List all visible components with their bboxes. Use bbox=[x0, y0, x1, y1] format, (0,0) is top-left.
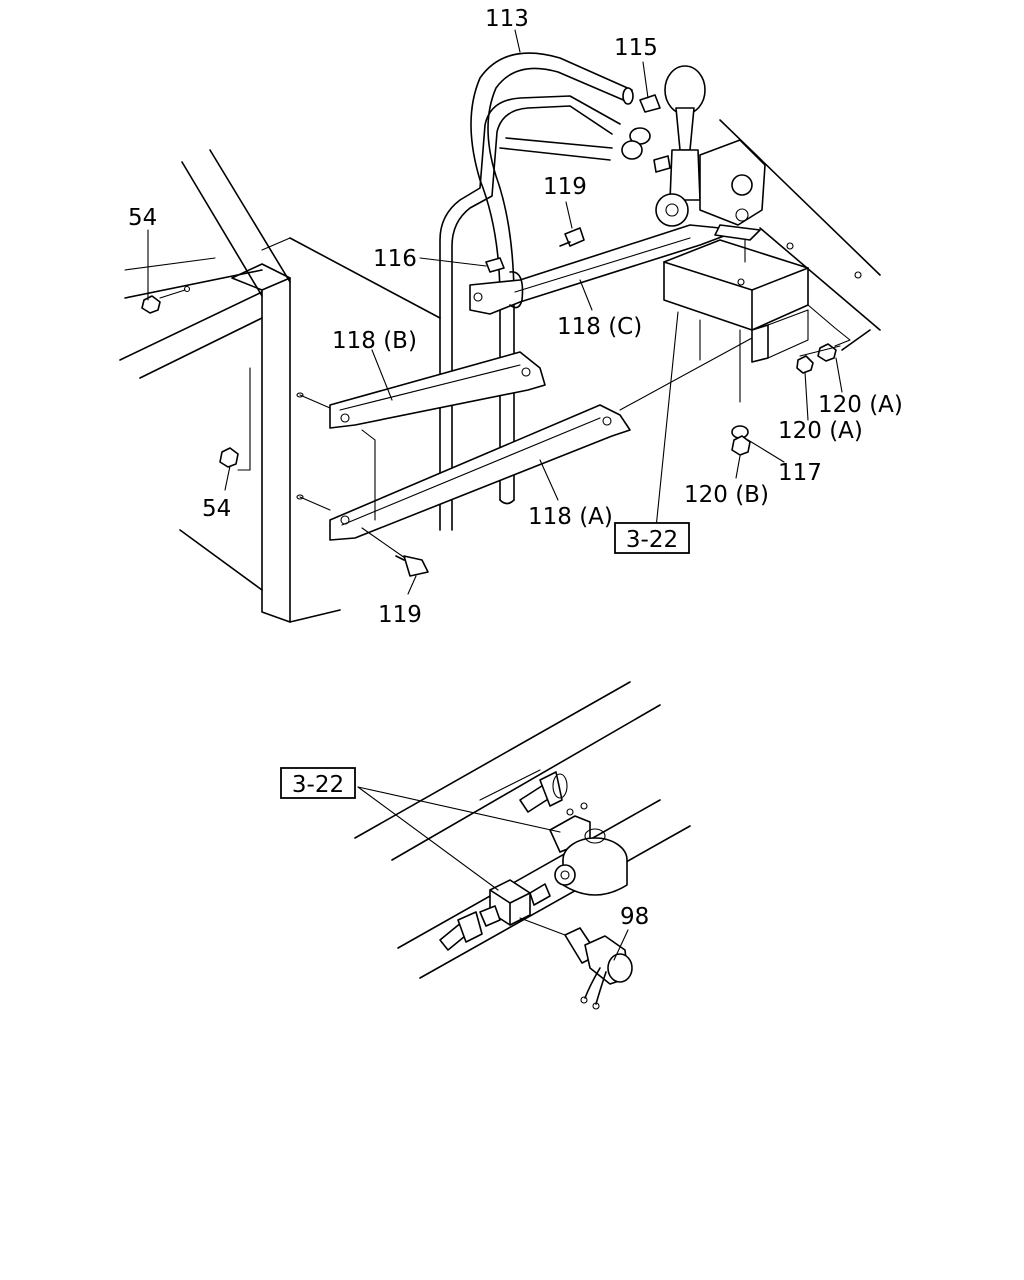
frame-post bbox=[231, 263, 341, 623]
label-115: 115 bbox=[614, 35, 658, 61]
mounting-block bbox=[663, 239, 851, 403]
ref-box-top[interactable]: 3-22 bbox=[614, 522, 690, 554]
ref-label-bottom: 3-22 bbox=[292, 772, 344, 798]
lower-fittings bbox=[439, 771, 568, 951]
bracket-118a bbox=[329, 404, 631, 541]
pressure-switch-98 bbox=[564, 927, 633, 1010]
clip-116 bbox=[485, 257, 524, 309]
nut-54-bottom bbox=[219, 447, 239, 468]
label-98: 98 bbox=[620, 904, 649, 930]
leader-lines-bottom bbox=[357, 786, 629, 961]
ref-box-bottom[interactable]: 3-22 bbox=[280, 767, 356, 799]
lower-frame-rails bbox=[354, 681, 691, 979]
nut-120b bbox=[731, 435, 751, 456]
lower-tee-block bbox=[479, 879, 551, 927]
label-120a-second: 120 (A) bbox=[778, 418, 863, 444]
label-54-bottom: 54 bbox=[202, 496, 231, 522]
bracket-118c bbox=[469, 224, 741, 315]
label-119-bottom: 119 bbox=[378, 602, 422, 628]
brake-valve bbox=[621, 65, 766, 241]
label-113: 113 bbox=[485, 6, 529, 32]
label-117: 117 bbox=[778, 460, 822, 486]
brake-lines bbox=[439, 95, 621, 531]
frame-cross-member bbox=[119, 149, 441, 591]
nut-54-top bbox=[141, 295, 161, 314]
hose-113 bbox=[470, 52, 634, 505]
bolt-119-bottom bbox=[395, 555, 429, 577]
ref-label-top: 3-22 bbox=[626, 527, 678, 553]
leader-lines-top bbox=[147, 29, 843, 595]
label-116: 116 bbox=[373, 246, 417, 272]
lower-valve bbox=[549, 802, 628, 896]
label-118b: 118 (B) bbox=[332, 328, 417, 354]
label-54-top: 54 bbox=[128, 205, 157, 231]
label-118a: 118 (A) bbox=[528, 504, 613, 530]
label-119-top: 119 bbox=[543, 174, 587, 200]
label-118c: 118 (C) bbox=[557, 314, 642, 340]
bolt-119-top bbox=[559, 227, 585, 247]
bracket-118b bbox=[329, 351, 546, 429]
label-120a-first: 120 (A) bbox=[818, 392, 903, 418]
label-120b: 120 (B) bbox=[684, 482, 769, 508]
